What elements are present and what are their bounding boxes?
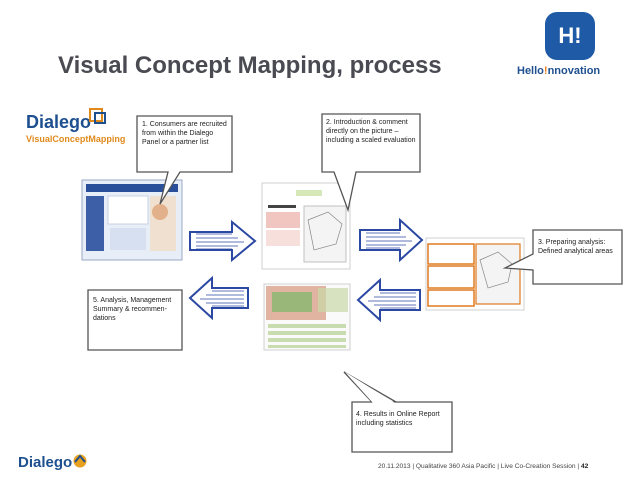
flow-arrows bbox=[188, 217, 424, 323]
hello-mark: ! bbox=[543, 65, 548, 77]
step-2-label: 2. Introduction & comment directly on th… bbox=[326, 119, 416, 144]
hello-part: Hello bbox=[517, 65, 544, 77]
callout-step-1 bbox=[136, 115, 233, 205]
dialego-logo-text: Dialego bbox=[26, 112, 92, 132]
callout-step-4 bbox=[343, 371, 453, 453]
dialego-footer-logo-icon bbox=[73, 454, 87, 468]
callout-step-3 bbox=[502, 229, 623, 285]
arrow-step2-to-step3 bbox=[359, 217, 424, 263]
footer-text: 20.11.2013 | Qualitative 360 Asia Pacifi… bbox=[378, 463, 580, 470]
step-4-label: 4. Results in Online Report including st… bbox=[356, 411, 440, 427]
callout-step-2 bbox=[321, 113, 421, 213]
thumbnail-analysis-page bbox=[425, 237, 525, 311]
hello-part-2: nnovation bbox=[547, 65, 601, 77]
page-title: Visual Concept Mapping, process bbox=[58, 52, 442, 79]
arrow-step4-to-step5 bbox=[188, 275, 249, 321]
thumbnail-online-report bbox=[263, 283, 351, 351]
step-3-label: 3. Preparing analysis: Defined analytica… bbox=[538, 239, 613, 255]
hello-innovation-wordmark: Hello!nnovation bbox=[517, 65, 600, 77]
callout-step-5 bbox=[87, 289, 183, 351]
page-number: 42 bbox=[580, 463, 589, 470]
hello-innovation-logo-badge: H! bbox=[545, 12, 595, 60]
dialego-footer-logo-text: Dialego bbox=[18, 454, 73, 471]
arrow-step3-to-step4 bbox=[356, 277, 421, 323]
footer: 20.11.2013 | Qualitative 360 Asia Pacifi… bbox=[378, 463, 588, 470]
visual-concept-mapping-label: VisualConceptMapping bbox=[26, 134, 126, 144]
step-1-label: 1. Consumers are recruited from within t… bbox=[142, 121, 227, 146]
step-5-label: 5. Analysis, Management Summary & recomm… bbox=[93, 297, 172, 322]
arrow-step1-to-step2 bbox=[189, 219, 257, 263]
thumbnail-evaluation-page bbox=[261, 182, 351, 270]
dialego-logo-icon bbox=[89, 108, 106, 124]
